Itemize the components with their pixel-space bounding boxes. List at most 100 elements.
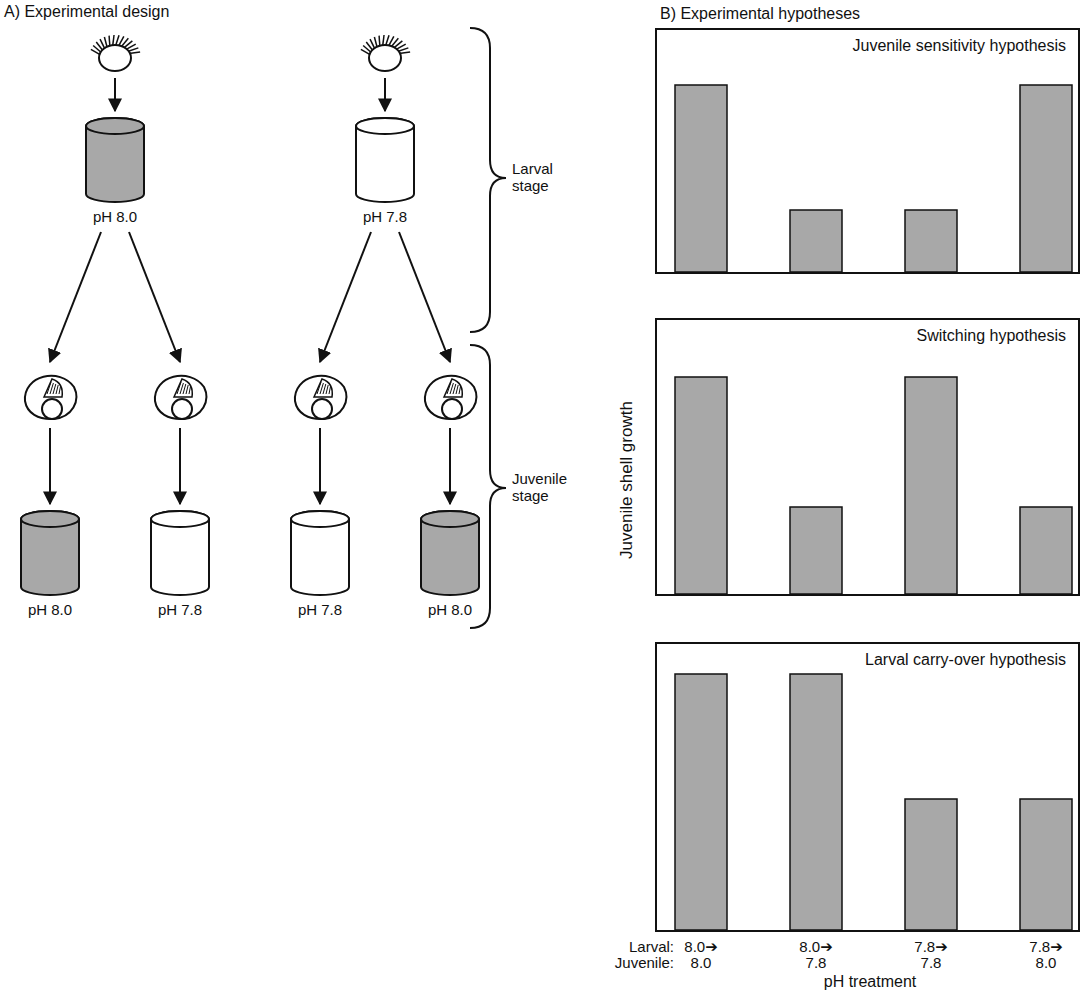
larva-body — [369, 45, 401, 71]
shell-hatch — [326, 385, 328, 394]
culture-cylinder: pH 8.0 — [70, 115, 160, 226]
text-label: 8.0 — [691, 954, 712, 971]
shell-outline — [295, 376, 346, 419]
text-label: 7.8 — [921, 954, 942, 971]
culture-cylinder: pH 7.8 — [340, 115, 430, 226]
shell-hatch — [456, 385, 458, 394]
shell-apex — [44, 379, 62, 397]
cylinder-top — [21, 511, 79, 527]
shell-apex — [444, 379, 462, 397]
text-label: 8.0➔ — [799, 938, 832, 955]
growth-bar — [905, 210, 957, 272]
larva-icon — [361, 35, 410, 71]
larva-body — [99, 45, 131, 71]
cylinder-body — [291, 511, 349, 595]
shell-hatch — [183, 384, 186, 394]
cylinder-shape — [418, 508, 482, 598]
juvenile-foot — [312, 399, 332, 419]
juvenile-foot — [42, 399, 62, 419]
shell-outline — [155, 376, 206, 419]
juvenile-icon — [155, 376, 206, 419]
growth-bar — [675, 377, 727, 594]
shell-outline — [25, 376, 76, 419]
juvenile-icon — [25, 376, 76, 419]
shell-hatch — [186, 385, 188, 394]
text-label: 8.0 — [1036, 954, 1057, 971]
bar-chart — [657, 320, 1078, 594]
cylinder-shape — [148, 508, 212, 598]
larva-icon — [91, 35, 140, 71]
culture-cylinder: pH 8.0 — [405, 508, 495, 619]
ph-label: pH 8.0 — [70, 205, 160, 226]
culture-cylinder: pH 7.8 — [135, 508, 225, 619]
transfer-arrow — [320, 232, 371, 504]
hypothesis-title: Switching hypothesis — [915, 326, 1068, 346]
arrow-segment — [129, 232, 180, 362]
growth-bar — [1020, 85, 1072, 272]
shell-hatch — [180, 383, 183, 394]
cylinder-body — [421, 511, 479, 595]
shell-outline — [425, 376, 476, 419]
cylinder-top — [291, 511, 349, 527]
cylinder-top — [421, 511, 479, 527]
arrow-segment — [49, 428, 51, 504]
bar-chart — [657, 644, 1078, 930]
text-label: Juvenile: — [615, 954, 674, 971]
text-label: 7.8 — [806, 954, 827, 971]
shell-hatch — [50, 383, 53, 394]
juvenile-foot — [442, 399, 462, 419]
hypothesis-title: Juvenile sensitivity hypothesis — [851, 36, 1068, 56]
text-label: 8.0➔ — [684, 938, 717, 955]
cylinder-body — [21, 511, 79, 595]
arrow-segment — [179, 428, 181, 504]
growth-bar — [905, 799, 957, 930]
culture-cylinder: pH 8.0 — [5, 508, 95, 619]
development-arrow — [384, 78, 386, 111]
text-label: 7.8➔ — [914, 938, 947, 955]
ph-label: pH 7.8 — [135, 598, 225, 619]
text-label: Juvenile stage — [512, 470, 582, 504]
text-label: B) Experimental hypotheses — [660, 5, 860, 22]
growth-bar — [790, 507, 842, 594]
cylinder-body — [86, 118, 144, 202]
cylinder-shape — [288, 508, 352, 598]
text-label: 7.8➔ — [1029, 938, 1062, 955]
shell-hatch — [323, 384, 326, 394]
hypothesis-title: Larval carry-over hypothesis — [863, 650, 1068, 670]
text-label: Juvenile shell growth — [618, 401, 635, 559]
arrow-segment — [50, 232, 101, 362]
text-label: pH treatment — [824, 973, 916, 990]
shell-hatch — [53, 384, 56, 394]
cylinder-top — [86, 118, 144, 134]
ph-label: pH 7.8 — [275, 598, 365, 619]
growth-bar — [1020, 799, 1072, 930]
growth-bar — [790, 210, 842, 272]
growth-bar — [905, 377, 957, 594]
hypothesis-panel: Switching hypothesis — [655, 318, 1080, 596]
culture-cylinder: pH 7.8 — [275, 508, 365, 619]
arrow-segment — [399, 232, 450, 362]
ph-label: pH 8.0 — [5, 598, 95, 619]
shell-apex — [314, 379, 332, 397]
growth-bar — [790, 674, 842, 930]
cylinder-body — [356, 118, 414, 202]
text-label: A) Experimental design — [4, 3, 169, 20]
shell-hatch — [56, 385, 58, 394]
hypothesis-panel: Larval carry-over hypothesis — [655, 642, 1080, 932]
shell-hatch — [59, 386, 61, 394]
shell-hatch — [459, 386, 461, 394]
text-label: Larval: — [629, 938, 674, 955]
juvenile-foot — [172, 399, 192, 419]
shell-hatch — [329, 386, 331, 394]
cylinder-top — [356, 118, 414, 134]
bar-chart — [657, 30, 1078, 272]
growth-bar — [675, 85, 727, 272]
growth-bar — [1020, 507, 1072, 594]
cylinder-shape — [18, 508, 82, 598]
juvenile-icon — [295, 376, 346, 419]
cylinder-shape — [83, 115, 147, 205]
cylinder-shape — [353, 115, 417, 205]
cylinder-top — [151, 511, 209, 527]
arrow-segment — [319, 428, 321, 504]
ph-label: pH 8.0 — [405, 598, 495, 619]
